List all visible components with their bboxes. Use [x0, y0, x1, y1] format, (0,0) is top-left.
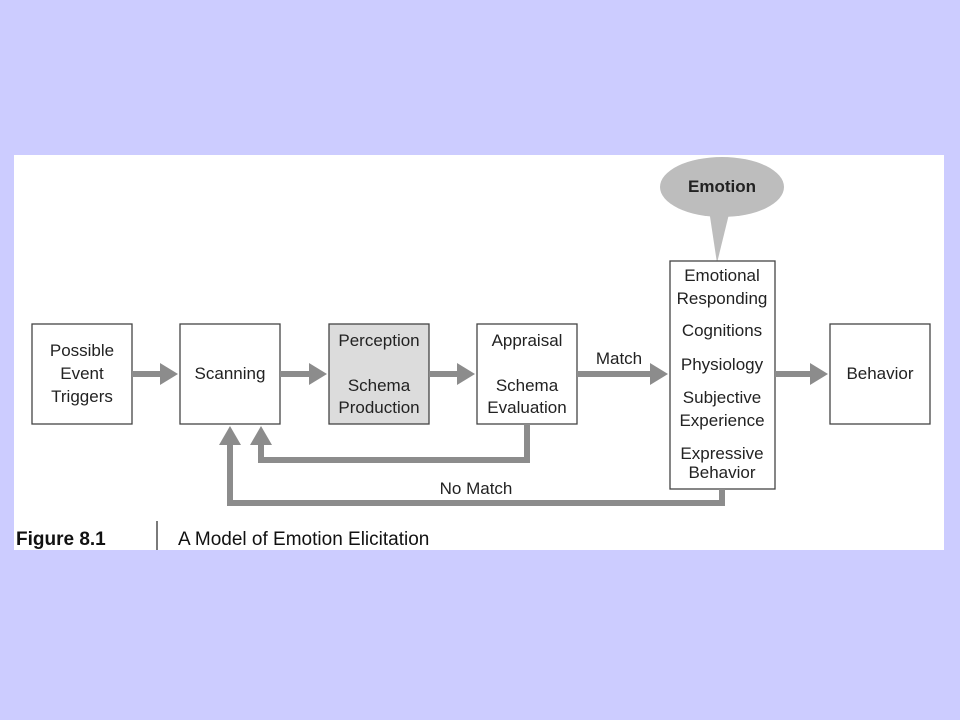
node-scanning: Scanning [179, 323, 281, 425]
node-appraisal-line-1: Appraisal [492, 331, 563, 350]
node-appraisal-line-2: Schema [496, 376, 559, 395]
node-responding-line-3: Cognitions [682, 321, 762, 340]
emotion-bubble-label: Emotion [688, 177, 756, 196]
caption-figure-number: Figure 8.1 [16, 529, 106, 550]
node-perception: Perception Schema Production [328, 323, 430, 425]
node-perception-line-1: Perception [338, 331, 419, 350]
node-responding-line-4: Physiology [681, 355, 764, 374]
node-possible-event-triggers: Possible Event Triggers [31, 323, 133, 425]
arrow-triggers-to-scanning [132, 363, 178, 385]
node-behavior-label: Behavior [846, 364, 913, 383]
emotion-elicitation-diagram: Emotion Possible Event Triggers Scanning… [16, 157, 931, 550]
node-behavior: Behavior [829, 323, 931, 425]
node-responding-line-6: Experience [679, 411, 764, 430]
node-scanning-box [179, 323, 281, 425]
node-scanning-label: Scanning [195, 364, 266, 383]
arrow-scanning-to-perception [280, 363, 327, 385]
node-triggers-line-3: Triggers [51, 387, 113, 406]
arrow-responding-to-behavior [775, 363, 828, 385]
figure-panel: Emotion Possible Event Triggers Scanning… [14, 155, 944, 550]
node-emotional-responding-box [669, 260, 776, 490]
edge-label-match: Match [596, 349, 642, 368]
emotion-bubble-pointer [709, 210, 730, 263]
node-responding-line-1: Emotional [684, 266, 760, 285]
arrow-no-match-to-scanning [219, 426, 725, 506]
emotion-bubble: Emotion [660, 157, 784, 263]
node-perception-line-3: Production [338, 398, 419, 417]
arrow-appraisal-to-scanning [250, 424, 530, 463]
node-responding-line-5: Subjective [683, 388, 761, 407]
emotion-bubble-shape [660, 157, 784, 217]
node-appraisal-line-3: Evaluation [487, 398, 566, 417]
arrow-perception-to-appraisal [429, 363, 475, 385]
node-appraisal: Appraisal Schema Evaluation [476, 323, 578, 425]
node-triggers-line-2: Event [60, 364, 104, 383]
node-perception-line-2: Schema [348, 376, 411, 395]
node-triggers-line-1: Possible [50, 341, 114, 360]
node-responding-line-8: Behavior [688, 463, 755, 482]
caption-title: A Model of Emotion Elicitation [178, 529, 429, 550]
edge-label-no-match: No Match [440, 479, 513, 498]
node-behavior-box [829, 323, 931, 425]
figure-caption: Figure 8.1 A Model of Emotion Elicitatio… [16, 521, 429, 550]
node-responding-line-2: Responding [677, 289, 768, 308]
node-responding-line-7: Expressive [680, 444, 763, 463]
arrow-appraisal-to-responding [577, 363, 668, 385]
node-emotional-responding: Emotional Responding Cognitions Physiolo… [669, 260, 776, 490]
